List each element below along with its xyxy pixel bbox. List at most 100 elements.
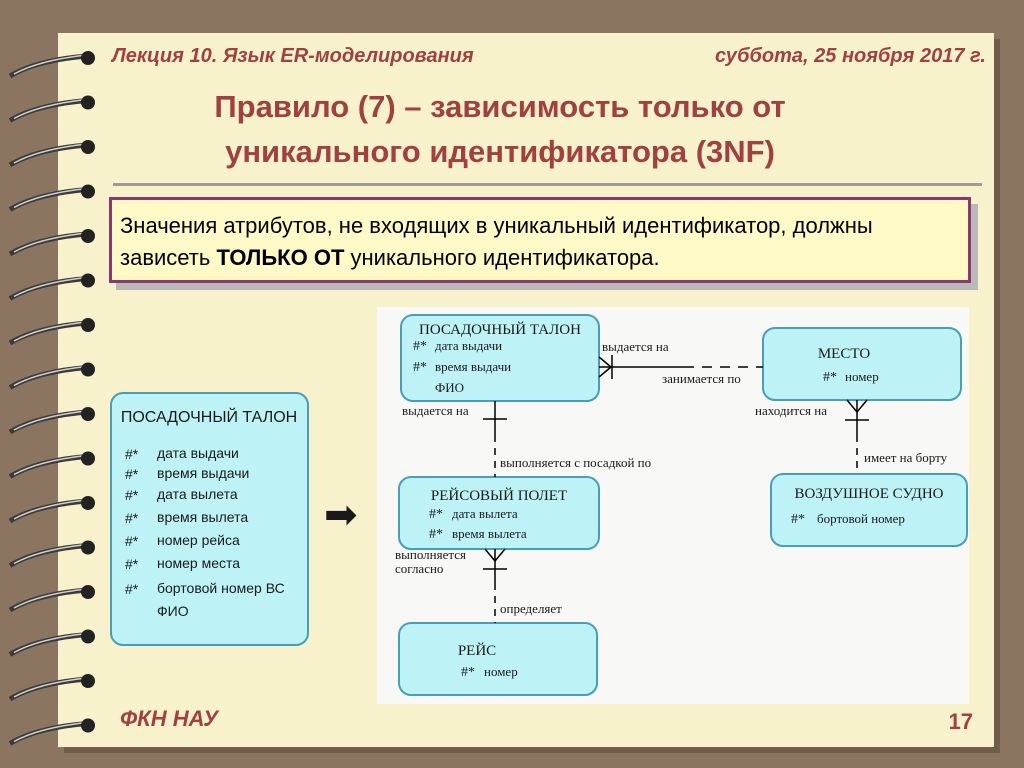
page-number: 17	[948, 709, 973, 734]
spiral-ring-highlight	[13, 54, 87, 75]
relationship-boarding-seat	[598, 355, 763, 379]
attribute-label: дата выдачи	[435, 338, 502, 353]
attribute-mark: #*	[823, 370, 837, 385]
attribute-mark: #*	[125, 510, 139, 526]
binding-hole	[81, 407, 95, 421]
spiral-ring	[8, 454, 89, 479]
spiral-ring	[8, 276, 89, 301]
rule-text-part2: уникального идентификатора.	[344, 245, 660, 270]
spiral-ring-highlight	[13, 543, 87, 565]
footer-org: ФКН НАУ	[120, 706, 218, 731]
spiral-ring-highlight	[13, 232, 87, 253]
binding-hole	[81, 51, 95, 65]
binding-hole	[81, 585, 95, 599]
attribute-label: дата вылета	[452, 506, 518, 521]
rel-label-seat-to-boarding: занимается по	[662, 371, 741, 386]
spiral-ring	[8, 498, 89, 524]
entity-title: ВОЗДУШНОЕ СУДНО	[795, 486, 944, 502]
relationship-boarding-flight	[483, 401, 507, 477]
binding-hole	[81, 540, 95, 555]
binding-hole	[81, 273, 95, 288]
attribute-label: ФИО	[435, 380, 464, 395]
entity-title: ПОСАДОЧНЫЙ ТАЛОН	[419, 321, 581, 338]
er-diagram: ПОСАДОЧНЫЙ ТАЛОН #* дата выдачи #* время вы…	[109, 307, 969, 704]
entity-boarding-pass: ПОСАДОЧНЫЙ ТАЛОН #*дата выдачи#*время вы…	[400, 314, 600, 402]
attribute-mark: #*	[429, 527, 443, 542]
attribute-label: время выдачи	[157, 465, 249, 481]
binding-hole	[81, 95, 95, 110]
entity-box	[762, 327, 962, 401]
spiral-ring	[8, 53, 89, 79]
rel-label-boarding-to-seat: выдается на	[602, 339, 669, 354]
attribute-mark: #*	[125, 487, 139, 503]
spiral-ring	[8, 142, 89, 168]
spiral-ring-highlight	[13, 143, 87, 164]
spiral-ring-highlight	[13, 677, 87, 698]
attribute-label: дата вылета	[157, 486, 238, 502]
attribute-label: номер	[845, 369, 879, 384]
binding-hole	[81, 140, 95, 154]
entity-title: ПОСАДОЧНЫЙ ТАЛОН	[121, 407, 297, 426]
attribute-label: время вылета	[452, 526, 527, 541]
attribute-mark: #*	[125, 556, 139, 572]
rule-text-part1: Значения атрибутов, не входящих в уникал…	[120, 213, 873, 270]
spiral-ring-highlight	[13, 499, 87, 520]
attribute-mark: #*	[125, 581, 139, 597]
entity-flight: РЕЙСОВЫЙ ПОЛЕТ #* дата вылета #* время выле…	[398, 476, 600, 550]
binding-hole	[81, 184, 95, 199]
spiral-ring	[8, 543, 89, 568]
binding-hole	[81, 451, 95, 466]
attribute-mark: #*	[461, 665, 475, 680]
spiral-ring-highlight	[13, 365, 87, 387]
crowfoot-right	[856, 399, 868, 413]
spiral-ring	[8, 587, 89, 613]
title-line-1: Правило (7) – зависимость только от	[214, 89, 786, 124]
spiral-ring	[8, 676, 89, 702]
rel-label-flight-to-boarding: выполняется с посадкой по	[500, 455, 651, 470]
spiral-ring	[8, 365, 89, 390]
rel-label-aircraft-to-seat: имеет на борту	[864, 450, 948, 465]
entity-boarding-pass-denormalized: ПОСАДОЧНЫЙ ТАЛОН #*дата выдачи#*время вы…	[110, 392, 309, 646]
lecture-header: Лекция 10. Язык ER-моделирования	[112, 45, 474, 67]
date-header: суббота, 25 ноября 2017 г.	[714, 45, 986, 67]
binding-hole	[81, 629, 95, 644]
er-diagram-canvas: ПОСАДОЧНЫЙ ТАЛОН #* дата выдачи #* время вы…	[110, 307, 969, 704]
entity-route: РЕЙС #*номер	[398, 622, 598, 696]
spiral-ring	[8, 231, 89, 257]
rel-label-boarding-to-flight: выдается на	[402, 403, 469, 418]
spiral-ring-highlight	[13, 632, 87, 654]
spiral-ring-highlight	[13, 410, 87, 431]
binding-hole	[81, 496, 95, 510]
attribute-mark: #*	[429, 507, 443, 522]
binding-hole	[81, 718, 95, 733]
entity-title: РЕЙСОВЫЙ ПОЛЕТ	[431, 487, 567, 504]
relationship-seat-aircraft	[845, 399, 869, 474]
attribute-mark: #*	[791, 512, 805, 527]
crowfoot-bottom	[598, 366, 612, 378]
title-line-2: уникального идентификатора (3NF)	[225, 134, 775, 169]
entity-box	[110, 392, 309, 646]
crowfoot-left	[846, 399, 858, 413]
entity-box	[400, 314, 600, 402]
crowfoot-left	[484, 548, 496, 562]
attribute-label: время вылета	[157, 509, 248, 525]
attribute-label: бортовой номер ВС	[157, 580, 285, 596]
binding-hole	[81, 362, 95, 377]
entity-title: РЕЙС	[458, 642, 496, 659]
spiral-ring	[8, 320, 89, 346]
binding-hole	[81, 674, 95, 688]
relationship-flight-route	[483, 548, 507, 623]
attribute-label: номер рейса	[157, 532, 240, 548]
binding-hole	[81, 229, 95, 243]
spiral-ring-highlight	[13, 276, 87, 298]
spiral-binding	[8, 51, 95, 746]
rel-label-flight-to-route-2: согласно	[395, 561, 443, 576]
binding-hole	[81, 318, 95, 332]
entity-box	[398, 476, 600, 550]
title-divider	[113, 183, 982, 186]
entity-box	[398, 622, 598, 696]
crowfoot-top	[598, 356, 612, 368]
spiral-ring	[8, 187, 89, 212]
spiral-ring	[8, 632, 89, 657]
attribute-label: номер места	[157, 555, 240, 571]
